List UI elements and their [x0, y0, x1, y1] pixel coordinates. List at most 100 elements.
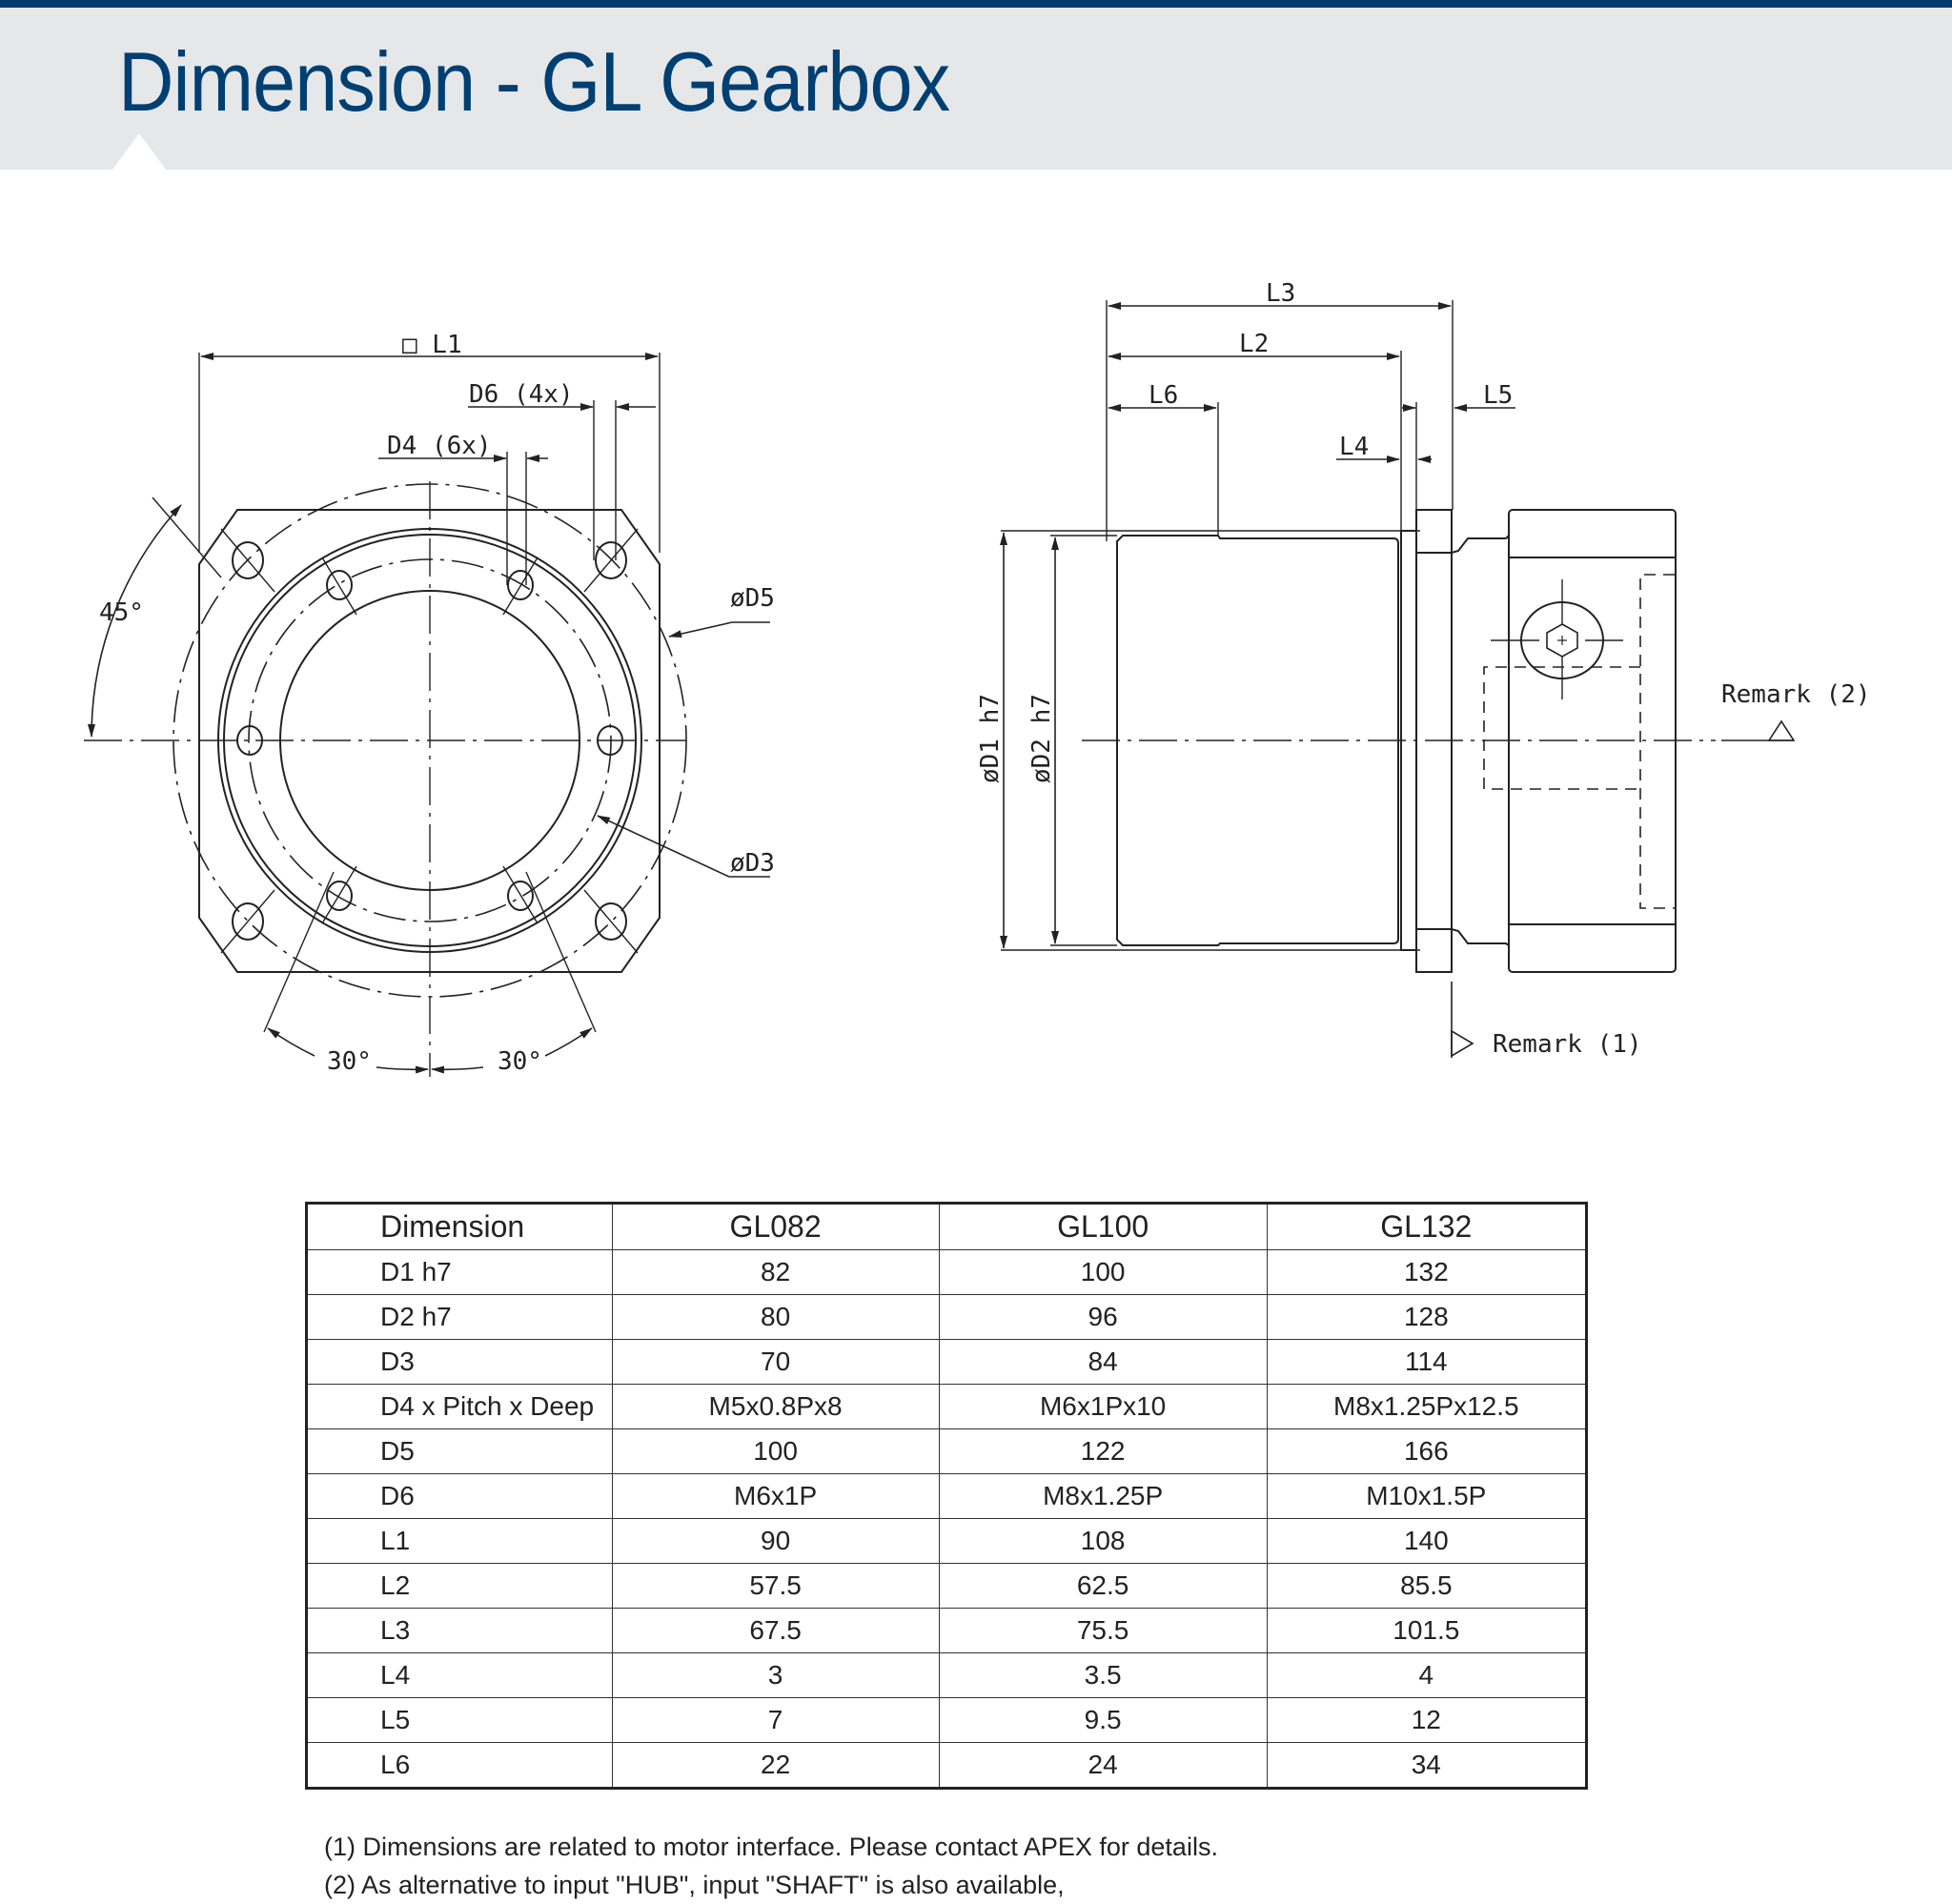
cell: 108 — [938, 1518, 1268, 1564]
label-l3: L3 — [1266, 279, 1295, 308]
cell: 100 — [611, 1428, 940, 1474]
cell: M5x0.8Px8 — [611, 1384, 940, 1429]
cell: 75.5 — [938, 1608, 1268, 1653]
cell: M10x1.5P — [1266, 1473, 1588, 1519]
label-d3: øD3 — [730, 849, 775, 878]
row-label: L1 — [306, 1518, 613, 1564]
cell: 85.5 — [1266, 1563, 1588, 1609]
row-label: L5 — [306, 1697, 613, 1743]
label-d4: D4 (6x) — [387, 432, 492, 460]
footnotes: (1) Dimensions are related to motor inte… — [324, 1828, 1218, 1904]
gearbox-body — [1116, 535, 1399, 946]
d6-holes — [220, 528, 639, 954]
row-label: L3 — [306, 1608, 613, 1653]
front-view — [84, 353, 770, 1077]
cell: 12 — [1266, 1697, 1588, 1743]
column-header-gl132: GL132 — [1266, 1203, 1588, 1250]
cell: 34 — [1266, 1742, 1588, 1789]
cell: 22 — [611, 1742, 940, 1789]
row-label: D3 — [306, 1339, 613, 1385]
cell: 3.5 — [938, 1652, 1268, 1698]
row-label: D2 h7 — [306, 1294, 613, 1340]
cell: 101.5 — [1266, 1608, 1588, 1653]
column-header-gl100: GL100 — [938, 1203, 1268, 1250]
label-l2: L2 — [1239, 330, 1269, 358]
page-title: Dimension - GL Gearbox — [118, 34, 950, 129]
header-notch — [112, 133, 166, 170]
cell: 82 — [611, 1249, 940, 1295]
label-d6: D6 (4x) — [469, 380, 574, 409]
label-l1: □ L1 — [402, 331, 462, 359]
row-label: L6 — [306, 1742, 613, 1789]
cell: M6x1Px10 — [938, 1384, 1268, 1429]
front-view-labels: □ L1 D6 (4x) D4 (6x) øD5 øD3 45° 30° 30° — [99, 331, 775, 1076]
cell: 100 — [938, 1249, 1268, 1295]
cell: 9.5 — [938, 1697, 1268, 1743]
row-label: D5 — [306, 1428, 613, 1474]
label-angle-30-right: 30° — [498, 1047, 542, 1076]
footnote-2: (2) As alternative to input "HUB", input… — [324, 1871, 1065, 1899]
label-angle-30-left: 30° — [327, 1047, 372, 1076]
technical-drawing: □ L1 D6 (4x) D4 (6x) øD5 øD3 45° 30° 30° — [84, 279, 1871, 1077]
label-l5: L5 — [1483, 381, 1513, 410]
cell: 67.5 — [611, 1608, 940, 1653]
cell: 7 — [611, 1697, 940, 1743]
label-l4: L4 — [1339, 433, 1369, 461]
cell: 122 — [938, 1428, 1268, 1474]
row-label: D1 h7 — [306, 1249, 613, 1295]
cell: M8x1.25Px12.5 — [1266, 1384, 1588, 1429]
label-d1: øD1 h7 — [976, 694, 1005, 783]
cell: 132 — [1266, 1249, 1588, 1295]
column-header-dimension: Dimension — [306, 1203, 613, 1250]
table-header-row: Dimension GL082 GL100 GL132 — [306, 1203, 1588, 1250]
cell: 96 — [938, 1294, 1268, 1340]
remark-1-marker — [1451, 1029, 1474, 1058]
cell: 57.5 — [611, 1563, 940, 1609]
d4-holes — [236, 557, 623, 924]
side-view-labels: L3 L2 L6 L5 L4 Remark (2) Remark (1) øD1… — [976, 279, 1871, 1059]
cell: 4 — [1266, 1652, 1588, 1698]
cell: 84 — [938, 1339, 1268, 1385]
cell: 90 — [611, 1518, 940, 1564]
flange-outline — [198, 509, 661, 973]
label-remark-1: Remark (1) — [1493, 1030, 1642, 1059]
column-header-gl082: GL082 — [611, 1203, 940, 1250]
label-l6: L6 — [1149, 381, 1178, 410]
cell: 62.5 — [938, 1563, 1268, 1609]
cell: M6x1P — [611, 1473, 940, 1519]
cell: 166 — [1266, 1428, 1588, 1474]
row-label: D4 x Pitch x Deep — [306, 1384, 613, 1429]
row-label: L2 — [306, 1563, 613, 1609]
motor-adapter — [1508, 509, 1677, 973]
cell: 80 — [611, 1294, 940, 1340]
cell: M8x1.25P — [938, 1473, 1268, 1519]
label-d5: øD5 — [730, 584, 775, 613]
cell: 114 — [1266, 1339, 1588, 1385]
label-d2: øD2 h7 — [1027, 694, 1056, 783]
label-angle-45: 45° — [99, 598, 144, 627]
cell: 128 — [1266, 1294, 1588, 1340]
row-label: L4 — [306, 1652, 613, 1698]
cell: 70 — [611, 1339, 940, 1385]
label-remark-2: Remark (2) — [1721, 680, 1871, 709]
cell: 24 — [938, 1742, 1268, 1789]
cell: 3 — [611, 1652, 940, 1698]
footnote-1: (1) Dimensions are related to motor inte… — [324, 1833, 1218, 1861]
header-accent-rule — [0, 0, 1952, 8]
page-header — [0, 8, 1952, 170]
side-view — [1000, 300, 1796, 1058]
remark-2-marker — [1767, 719, 1796, 741]
